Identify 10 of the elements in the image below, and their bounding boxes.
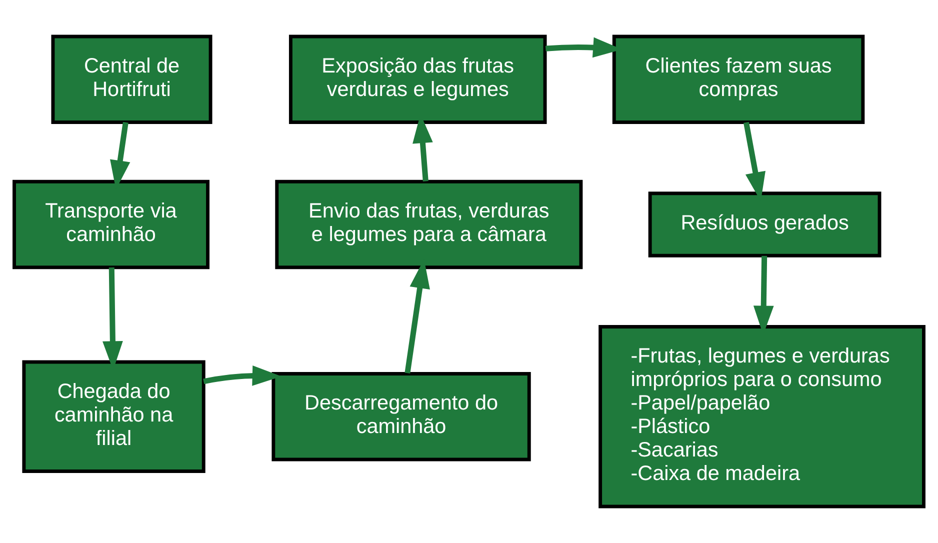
node-box: -Frutas, legumes e verduras impróprios para o consumo -Papel/papelão -Plástico -Sacarias -Caixa de madeira — [598, 325, 926, 508]
arrow — [203, 365, 282, 386]
node-box: Transporte via caminhão — [12, 180, 210, 270]
node-box: Central de Hortifruti — [51, 34, 212, 124]
node-box: Resíduos gerados — [648, 192, 882, 258]
node-box: Chegada do caminhão na filial — [22, 360, 206, 473]
node-box: Descarregamento do caminhão — [272, 372, 531, 462]
node-box: Envio das frutas, verduras e legumes para a câmara — [275, 180, 583, 270]
node-box: Clientes fazem suas compras — [612, 34, 865, 124]
node-box: Exposição das frutas verduras e legumes — [288, 34, 547, 124]
